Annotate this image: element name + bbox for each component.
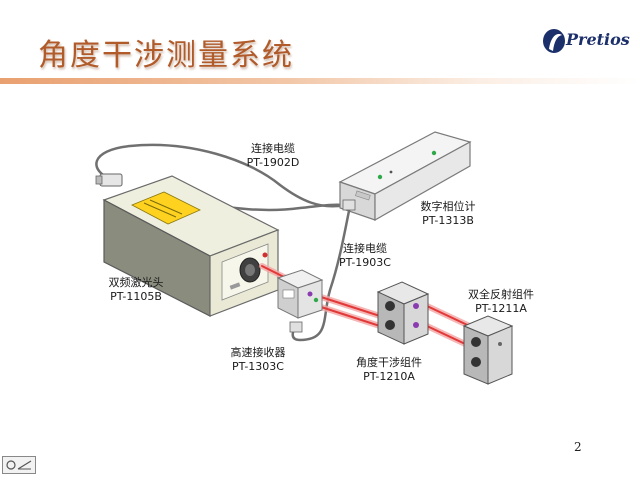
label-laser-head-name: 双频激光头 [108,276,164,289]
retroreflector-device [462,315,514,385]
label-receiver-model: PT-1303C [232,360,284,373]
angular-interferometer-device [376,281,430,345]
label-laser-head-model: PT-1105B [110,290,162,303]
label-cable-1903c: 连接电缆 PT-1903C [330,242,400,270]
page-number: 2 [574,440,582,454]
label-retroreflector: 双全反射组件 PT-1211A [456,288,546,316]
label-phase-meter-name: 数字相位计 [420,200,476,213]
label-phase-meter-model: PT-1313B [422,214,474,227]
label-angular-interferometer-model: PT-1210A [363,370,415,383]
slide-navigation-icon[interactable] [2,456,36,474]
cable-plug-icon [95,173,123,187]
label-cable-1903c-model: PT-1903C [339,256,391,269]
label-angular-interferometer-name: 角度干涉组件 [356,356,422,369]
cable-1903c [291,205,352,342]
label-cable-1903c-name: 连接电缆 [343,242,387,255]
label-cable-1902d: 连接电缆 PT-1902D [238,142,308,170]
cable-1902d [95,143,346,208]
logo-text: Pretios [566,30,630,49]
receiver-device [276,269,324,319]
label-cable-1902d-model: PT-1902D [246,156,300,169]
label-phase-meter: 数字相位计 PT-1313B [408,200,488,228]
page-title: 角度干涉测量系统 [38,38,294,73]
laser-head-device [102,175,280,317]
label-retroreflector-model: PT-1211A [475,302,527,315]
label-receiver: 高速接收器 PT-1303C [218,346,298,374]
cable-connector-icon [289,199,356,333]
label-cable-1902d-name: 连接电缆 [251,142,295,155]
label-retroreflector-name: 双全反射组件 [468,288,534,301]
label-receiver-name: 高速接收器 [230,346,286,359]
label-laser-head: 双频激光头 PT-1105B [96,276,176,304]
title-underline [0,78,640,84]
label-angular-interferometer: 角度干涉组件 PT-1210A [344,356,434,384]
pretios-logo-icon [543,29,565,53]
